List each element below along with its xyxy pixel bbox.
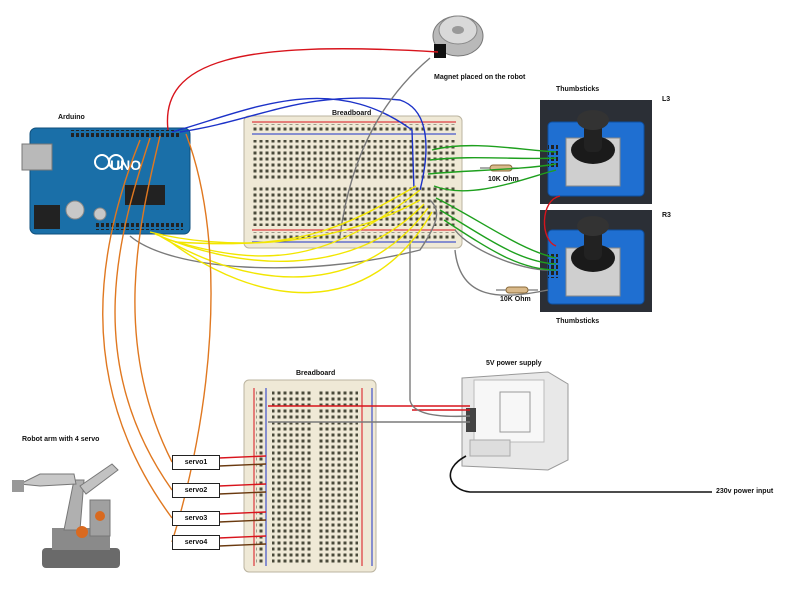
wire-joystick bbox=[435, 197, 557, 259]
arduino-board: UNO bbox=[21, 127, 191, 235]
wire-signal bbox=[169, 189, 421, 257]
wire-servo-signal bbox=[134, 135, 173, 463]
resistor-top-label: 10K Ohm bbox=[488, 176, 519, 183]
arduino-label: Arduino bbox=[58, 114, 85, 121]
thumbstick-l3 bbox=[540, 100, 652, 204]
robot-arm bbox=[12, 463, 120, 568]
thumbsticks-bottom-label: Thumbsticks bbox=[556, 318, 600, 325]
servo4-box: servo4 bbox=[172, 535, 220, 550]
wire-ground bbox=[129, 199, 438, 269]
wire-signal bbox=[164, 211, 433, 294]
wire-servo-ground bbox=[218, 491, 267, 495]
wire-ground bbox=[409, 240, 471, 418]
magnet bbox=[432, 15, 484, 58]
wire-servo-ground bbox=[218, 519, 267, 523]
wires bbox=[102, 48, 712, 547]
wire-signal bbox=[149, 199, 421, 244]
thumbstick-r3 bbox=[540, 210, 652, 312]
r3-label: R3 bbox=[662, 212, 671, 219]
wire-mains bbox=[449, 455, 712, 493]
wire-ground bbox=[339, 57, 431, 237]
wire-signal bbox=[154, 203, 425, 263]
wire-signal bbox=[174, 185, 417, 245]
wire-power bbox=[543, 195, 561, 247]
wire-servo-signal bbox=[114, 137, 173, 491]
wire-joystick bbox=[433, 169, 557, 192]
wire-servo-ground bbox=[218, 543, 267, 547]
l3-label: L3 bbox=[662, 96, 671, 103]
power-input-label: 230v power input bbox=[716, 488, 774, 495]
breadboard-top-label: Breadboard bbox=[332, 110, 372, 117]
wire-servo-power bbox=[218, 535, 267, 539]
breadboard-bottom-label: Breadboard bbox=[296, 370, 336, 377]
wire-data bbox=[171, 97, 415, 191]
wire-servo-power bbox=[218, 455, 267, 459]
wire-servo-power bbox=[218, 483, 267, 487]
resistor-bottom bbox=[496, 286, 538, 294]
wire-joystick bbox=[427, 163, 557, 175]
power-supply bbox=[461, 371, 569, 471]
breadboard-bottom bbox=[243, 379, 377, 573]
wire-power bbox=[166, 48, 439, 131]
wire-ground bbox=[454, 249, 549, 296]
wire-servo-power bbox=[218, 511, 267, 515]
robot-arm-label: Robot arm with 4 servo bbox=[22, 436, 100, 443]
wire-ground bbox=[454, 229, 549, 271]
servo1-box: servo1 bbox=[172, 455, 220, 470]
power-supply-label: 5V power supply bbox=[486, 360, 542, 367]
resistor-bottom-label: 10K Ohm bbox=[500, 296, 531, 303]
servo2-box: servo2 bbox=[172, 483, 220, 498]
wire-servo-ground bbox=[218, 463, 267, 467]
wire-joystick bbox=[431, 144, 557, 153]
thumbsticks-top-label: Thumbsticks bbox=[556, 86, 600, 93]
wire-servo-signal bbox=[102, 139, 173, 519]
wire-signal bbox=[159, 207, 429, 278]
wire-joystick bbox=[443, 219, 557, 271]
wire-joystick bbox=[439, 209, 557, 265]
arduino-uno-text: UNO bbox=[110, 157, 141, 173]
wire-data bbox=[179, 97, 427, 191]
wire-joystick bbox=[429, 157, 557, 161]
servo3-box: servo3 bbox=[172, 511, 220, 526]
magnet-label: Magnet placed on the robot bbox=[434, 74, 526, 81]
